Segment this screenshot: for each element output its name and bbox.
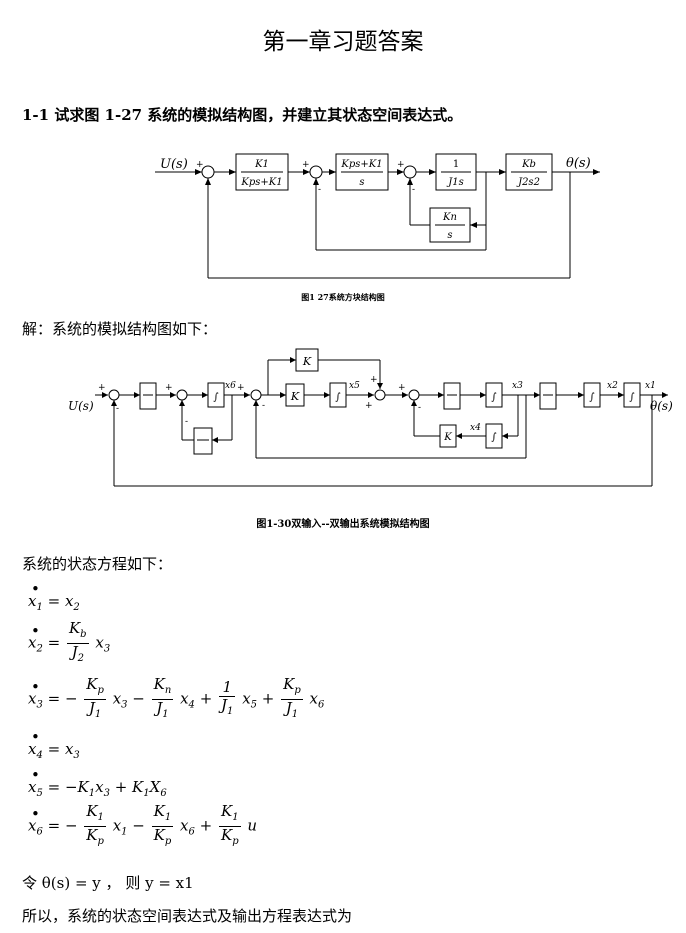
svg-text:K: K [443, 432, 452, 443]
svg-text:∫: ∫ [213, 392, 218, 403]
svg-text:+: + [196, 160, 204, 170]
svg-text:∫: ∫ [335, 392, 340, 403]
svg-text:-: - [318, 185, 321, 195]
fig1-input-label: U(s) [160, 157, 188, 172]
page-title: 第一章习题答案 [262, 29, 424, 55]
svg-text:J2s2: J2s2 [516, 177, 540, 188]
figure-1-caption: 图1 27系统方块结构图 [301, 292, 385, 302]
svg-text:+: + [397, 160, 405, 170]
svg-text:+: + [98, 383, 106, 393]
svg-text:K: K [302, 355, 312, 368]
svg-text:x6: x6 [225, 381, 236, 391]
svg-text:+: + [365, 401, 373, 411]
figure-1-block-diagram: U(s) + K1 Kps+K1 + - Kps+K1 s + - 1 J1s … [155, 153, 600, 279]
svg-text:-: - [262, 401, 265, 411]
equation-x4-dot: •x4 = x3 [28, 728, 80, 761]
svg-text:+: + [165, 383, 173, 393]
svg-text:Kb: Kb [521, 159, 536, 170]
figure-2-caption: 图1-30双输入--双输出系统模拟结构图 [256, 519, 430, 530]
equation-x5-dot: •x5 = −K1x3 + K1X6 [28, 766, 167, 799]
svg-text:∫: ∫ [491, 392, 496, 403]
svg-text:-: - [412, 185, 415, 195]
svg-text:Kps+K1: Kps+K1 [340, 159, 382, 170]
svg-text:-: - [116, 404, 119, 414]
svg-text:J1s: J1s [446, 177, 464, 188]
figure-2-simulation-diagram: U(s) + - + ∫ x6 + - - K + K ∫ x5 + + - ∫… [68, 348, 673, 487]
svg-text:x2: x2 [607, 381, 618, 391]
svg-text:-: - [185, 417, 188, 427]
svg-text:∫: ∫ [629, 392, 634, 403]
svg-text:x1: x1 [645, 381, 656, 391]
fig2-input-label: U(s) [68, 399, 94, 413]
svg-text:Kn: Kn [442, 212, 457, 223]
svg-text:+: + [237, 383, 245, 393]
svg-text:s: s [359, 177, 364, 188]
fig1-output-label: θ(s) [566, 156, 591, 171]
let-statement: 令 θ(s) = y ， 则 y = x1 [22, 874, 194, 892]
solution-intro: 解：系统的模拟结构图如下： [22, 320, 218, 338]
question-1-1: 1-1 试求图 1-27 系统的模拟结构图，并建立其状态空间表达式。 [22, 106, 463, 124]
svg-text:Kps+K1: Kps+K1 [240, 177, 282, 188]
svg-text:+: + [302, 160, 310, 170]
svg-text:+: + [370, 375, 378, 385]
svg-text:x4: x4 [470, 423, 481, 433]
svg-text:1: 1 [453, 159, 459, 170]
svg-text:K: K [290, 390, 300, 403]
fig2-output-label: θ(s) [650, 399, 673, 413]
svg-text:K1: K1 [254, 159, 269, 170]
conclusion-text: 所以，系统的状态空间表达式及输出方程表达式为 [22, 907, 353, 925]
equation-x1-dot: •x1 = x2 [28, 580, 80, 613]
state-equations-intro: 系统的状态方程如下： [22, 555, 173, 573]
svg-text:+: + [398, 383, 406, 393]
svg-text:s: s [447, 230, 452, 241]
svg-text:x5: x5 [349, 381, 360, 391]
svg-text:x3: x3 [512, 381, 523, 391]
svg-text:-: - [418, 403, 421, 413]
svg-text:∫: ∫ [589, 392, 594, 403]
svg-text:∫: ∫ [491, 432, 496, 443]
